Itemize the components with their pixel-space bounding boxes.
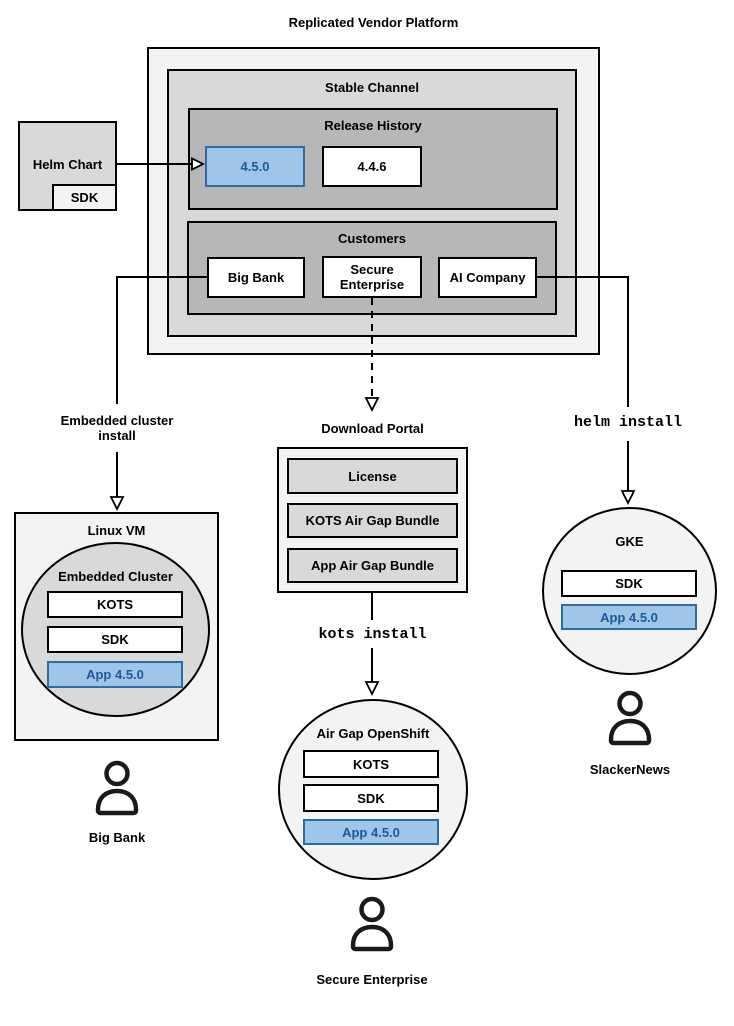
customer-ai-company: AI Company	[438, 257, 537, 298]
release-version-current: 4.5.0	[205, 146, 305, 187]
arrowhead-down-icon	[620, 490, 636, 506]
openshift-app-box: App 4.5.0	[303, 819, 439, 845]
kots-install-command: kots install	[318, 626, 427, 643]
embedded-cluster-install-label: Embedded cluster install	[60, 413, 174, 443]
openshift-sdk-box: SDK	[303, 784, 439, 812]
linux-vm-app-box: App 4.5.0	[47, 661, 183, 688]
slackernews-user-label: SlackerNews	[589, 762, 671, 777]
linux-vm-sdk-box: SDK	[47, 626, 183, 653]
gke-label: GKE	[615, 534, 644, 549]
air-gap-openshift-label: Air Gap OpenShift	[316, 726, 430, 741]
big-bank-user-label: Big Bank	[88, 830, 146, 845]
openshift-kots-box: KOTS	[303, 750, 439, 778]
release-version-previous: 4.4.6	[322, 146, 422, 187]
gke-sdk-box: SDK	[561, 570, 697, 597]
arrowhead-down-icon	[109, 496, 125, 512]
linux-vm-label: Linux VM	[87, 523, 146, 538]
customer-secure-enterprise: Secure Enterprise	[322, 256, 422, 298]
secure-enterprise-user-label: Secure Enterprise	[316, 972, 428, 987]
slackernews-user-icon	[606, 690, 654, 748]
arrowhead-down-icon	[364, 681, 380, 697]
big-bank-user-icon	[93, 760, 141, 818]
portal-license-box: License	[287, 458, 458, 494]
release-history-label: Release History	[324, 118, 422, 133]
gke-app-box: App 4.5.0	[561, 604, 697, 630]
helm-chart-label: Helm Chart	[32, 157, 103, 172]
linux-vm-kots-box: KOTS	[47, 591, 183, 618]
helm-install-command: helm install	[573, 414, 683, 431]
customers-label: Customers	[338, 231, 406, 246]
portal-app-bundle-box: App Air Gap Bundle	[287, 548, 458, 583]
secure-enterprise-user-icon	[348, 896, 396, 954]
diagram-title: Replicated Vendor Platform	[288, 15, 459, 30]
embedded-cluster-label: Embedded Cluster	[58, 569, 173, 584]
download-portal-label: Download Portal	[321, 421, 424, 436]
stable-channel-label: Stable Channel	[325, 80, 419, 95]
customer-big-bank: Big Bank	[207, 257, 305, 298]
portal-kots-bundle-box: KOTS Air Gap Bundle	[287, 503, 458, 538]
helm-chart-sdk-box: SDK	[52, 184, 117, 211]
arrowhead-down-icon	[364, 397, 380, 413]
